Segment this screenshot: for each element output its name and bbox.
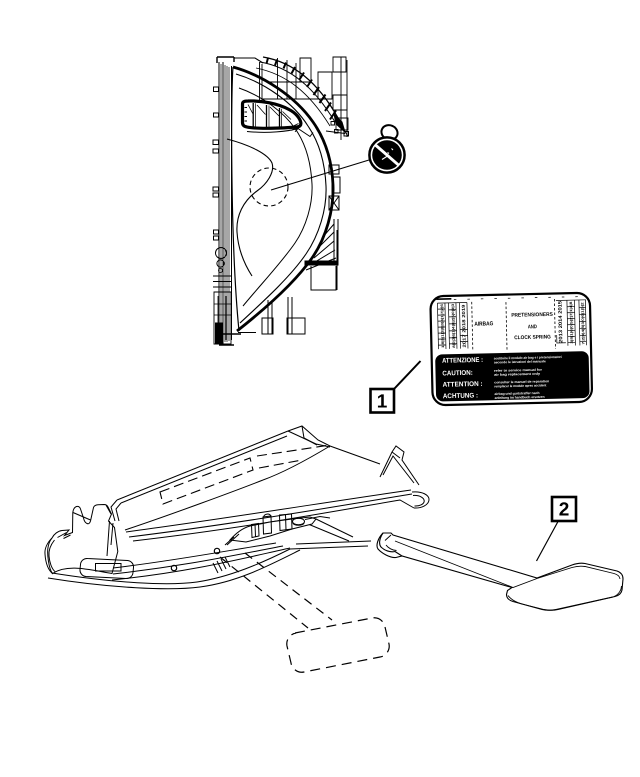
svg-text:air bag replacement only: air bag replacement only bbox=[494, 372, 540, 377]
svg-text:CAUTION:: CAUTION: bbox=[442, 370, 473, 378]
svg-text:anleitung im handbuch ersetzen: anleitung im handbuch ersetzen bbox=[495, 395, 545, 400]
svg-text:ATTENTION :: ATTENTION : bbox=[443, 381, 483, 389]
svg-text:refer to service manual for: refer to service manual for bbox=[494, 368, 543, 373]
svg-text:2013 2014 2015: 2013 2014 2015 bbox=[557, 301, 564, 343]
svg-text:CLOCK SPRING: CLOCK SPRING bbox=[514, 334, 551, 341]
svg-text:sostituire il modulo air bag e: sostituire il modulo air bag e i pretens… bbox=[494, 355, 562, 361]
svg-text:7|2|9|4|8|3|0|6|1|5|2: 7|2|9|4|8|3|0|6|1|5|2 bbox=[580, 302, 585, 344]
svg-text:2: 2 bbox=[559, 500, 570, 521]
svg-text:1|8|5|1|3|8|0|4|1|7|2|6: 1|8|5|1|3|8|0|4|1|7|2|6 bbox=[440, 304, 445, 348]
svg-text:8|0|3|6|1|4|8|2|5|0|9|3: 8|0|3|6|1|4|8|2|5|0|9|3 bbox=[451, 304, 456, 348]
svg-text:PRETENSIONERS: PRETENSIONERS bbox=[511, 312, 553, 319]
svg-text:1: 1 bbox=[377, 392, 388, 413]
svg-text:2017 2018 2019: 2017 2018 2019 bbox=[461, 304, 467, 348]
svg-text:ACHTUNG :: ACHTUNG : bbox=[443, 392, 478, 400]
svg-text:3|8|1|6|0|5|2|7|1|4|8: 3|8|1|6|0|5|2|7|1|4|8 bbox=[569, 301, 574, 343]
svg-text:AND: AND bbox=[528, 324, 537, 330]
svg-text:ATTENZIONE :: ATTENZIONE : bbox=[442, 357, 483, 365]
svg-text:AIRBAG: AIRBAG bbox=[474, 320, 494, 327]
svg-text:secondo le istruzioni del manu: secondo le istruzioni del manuale bbox=[494, 359, 546, 364]
svg-text:remplacer le module apres acci: remplacer le module apres accident bbox=[494, 383, 547, 388]
svg-text:airbag und gurtstraffer nach: airbag und gurtstraffer nach bbox=[494, 391, 539, 396]
svg-text:consulter le manuel de reparat: consulter le manuel de reparation bbox=[494, 379, 549, 384]
